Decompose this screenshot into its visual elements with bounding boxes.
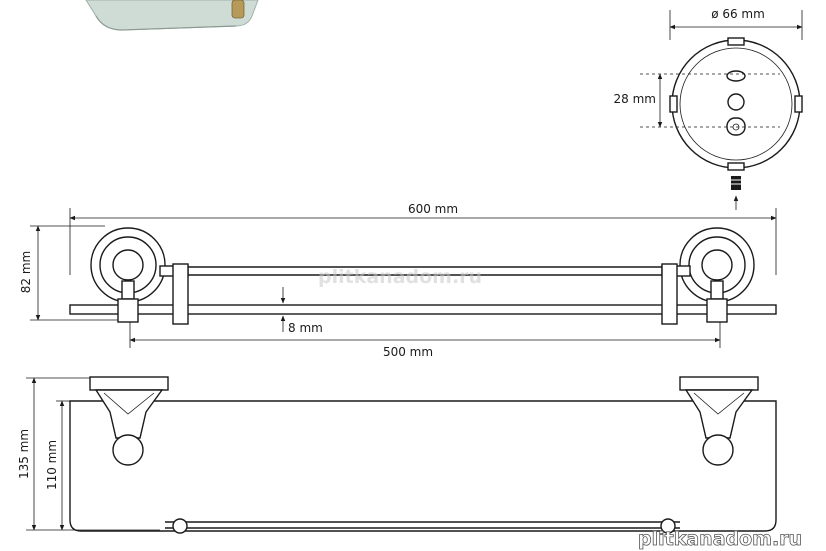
diameter-label: ø 66 mm: [711, 7, 765, 21]
watermark-corner: plitkanadom.ru: [638, 528, 802, 550]
glass-length-label: 500 mm: [383, 345, 433, 359]
glass-depth-label: 110 mm: [45, 440, 59, 490]
hole-spacing-label: 28 mm: [614, 92, 656, 106]
front-view: 600 mm 82 mm 8 mm: [19, 202, 777, 359]
height-label: 82 mm: [19, 251, 33, 293]
set-screw-icon: [731, 176, 741, 210]
product-photo-fragment: [85, 0, 259, 31]
watermark-center: plitkanadom.ru: [318, 266, 482, 288]
right-wall-bracket: [661, 227, 755, 325]
right-plan-bracket: [679, 376, 759, 466]
total-length-label: 600 mm: [408, 202, 458, 216]
left-plan-bracket: [89, 376, 169, 466]
plan-view: 135 mm 110 mm: [17, 376, 777, 534]
glass-gap-label: 8 mm: [288, 321, 323, 335]
total-depth-label: 135 mm: [17, 429, 31, 479]
left-wall-bracket: [90, 227, 189, 325]
flange-top-view: ø 66 mm 28 mm: [614, 7, 803, 210]
